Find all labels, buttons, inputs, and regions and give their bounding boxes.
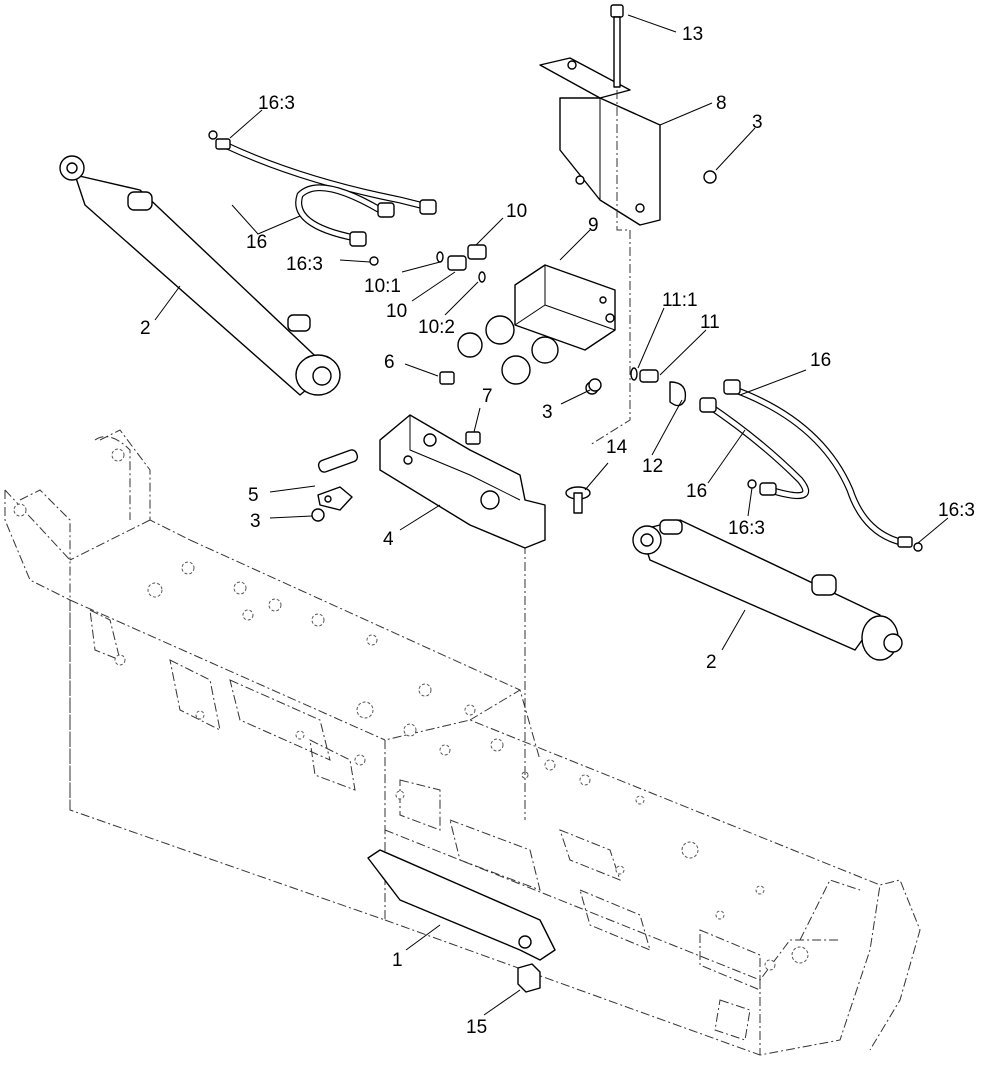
callout-1: 1	[392, 950, 403, 971]
callout-5: 5	[248, 485, 259, 506]
callout-16-3-upper-left: 16:3	[258, 93, 295, 114]
callout-labels: 13 8 3 16:3 16 16:3 10 9 10:1 10 10:2 2 …	[140, 24, 975, 1038]
callout-8: 8	[716, 93, 727, 114]
lock-nuts	[311, 170, 717, 522]
callout-16-hose-right-lower: 16	[686, 481, 707, 502]
valve-fittings	[436, 244, 687, 407]
callout-3-nut-upper: 3	[752, 112, 763, 133]
left-hydraulic-cylinder	[59, 155, 341, 396]
frame-holes	[13, 448, 809, 971]
callout-16-3-left-cylinder: 16:3	[286, 254, 323, 275]
callout-2-right: 2	[706, 652, 717, 673]
callout-15: 15	[466, 1017, 487, 1038]
frame-phantom	[4, 429, 921, 1056]
callout-2-left: 2	[140, 318, 151, 339]
flange-nut	[517, 963, 541, 993]
carriage-bolt	[565, 486, 591, 514]
small-bolts	[439, 371, 481, 445]
callout-10-1: 10:1	[364, 276, 401, 297]
callout-3-valve-nut: 3	[542, 402, 553, 423]
callout-11: 11	[700, 312, 720, 333]
callout-12: 12	[642, 456, 663, 477]
callout-3-lower: 3	[250, 511, 261, 532]
mount-bracket	[539, 57, 661, 226]
hydraulic-hoses	[221, 141, 909, 547]
callout-11-1: 11:1	[662, 290, 698, 311]
callout-7: 7	[482, 386, 493, 407]
callout-16-hose-right-upper: 16	[810, 350, 831, 371]
callout-16-hoses-left: 16	[246, 232, 267, 253]
right-hydraulic-cylinder	[632, 519, 903, 661]
leader-lines	[154, 14, 949, 1016]
callout-10-upper: 10	[506, 201, 527, 222]
callout-13: 13	[682, 24, 703, 45]
callout-10-lower: 10	[386, 301, 407, 322]
callout-16-3-right-cylinder: 16:3	[728, 518, 765, 539]
callout-10-2: 10:2	[418, 317, 455, 338]
callout-14: 14	[606, 437, 628, 458]
long-bolt	[610, 4, 624, 88]
callout-6: 6	[384, 352, 395, 373]
callout-16-3-right-end: 16:3	[938, 500, 975, 521]
hydraulic-valve-block	[457, 264, 616, 395]
callout-9: 9	[588, 215, 599, 236]
hose-fittings	[208, 130, 923, 552]
pivot-mount-plate	[317, 414, 546, 549]
callout-4: 4	[383, 529, 394, 550]
bottom-plate	[367, 849, 556, 961]
